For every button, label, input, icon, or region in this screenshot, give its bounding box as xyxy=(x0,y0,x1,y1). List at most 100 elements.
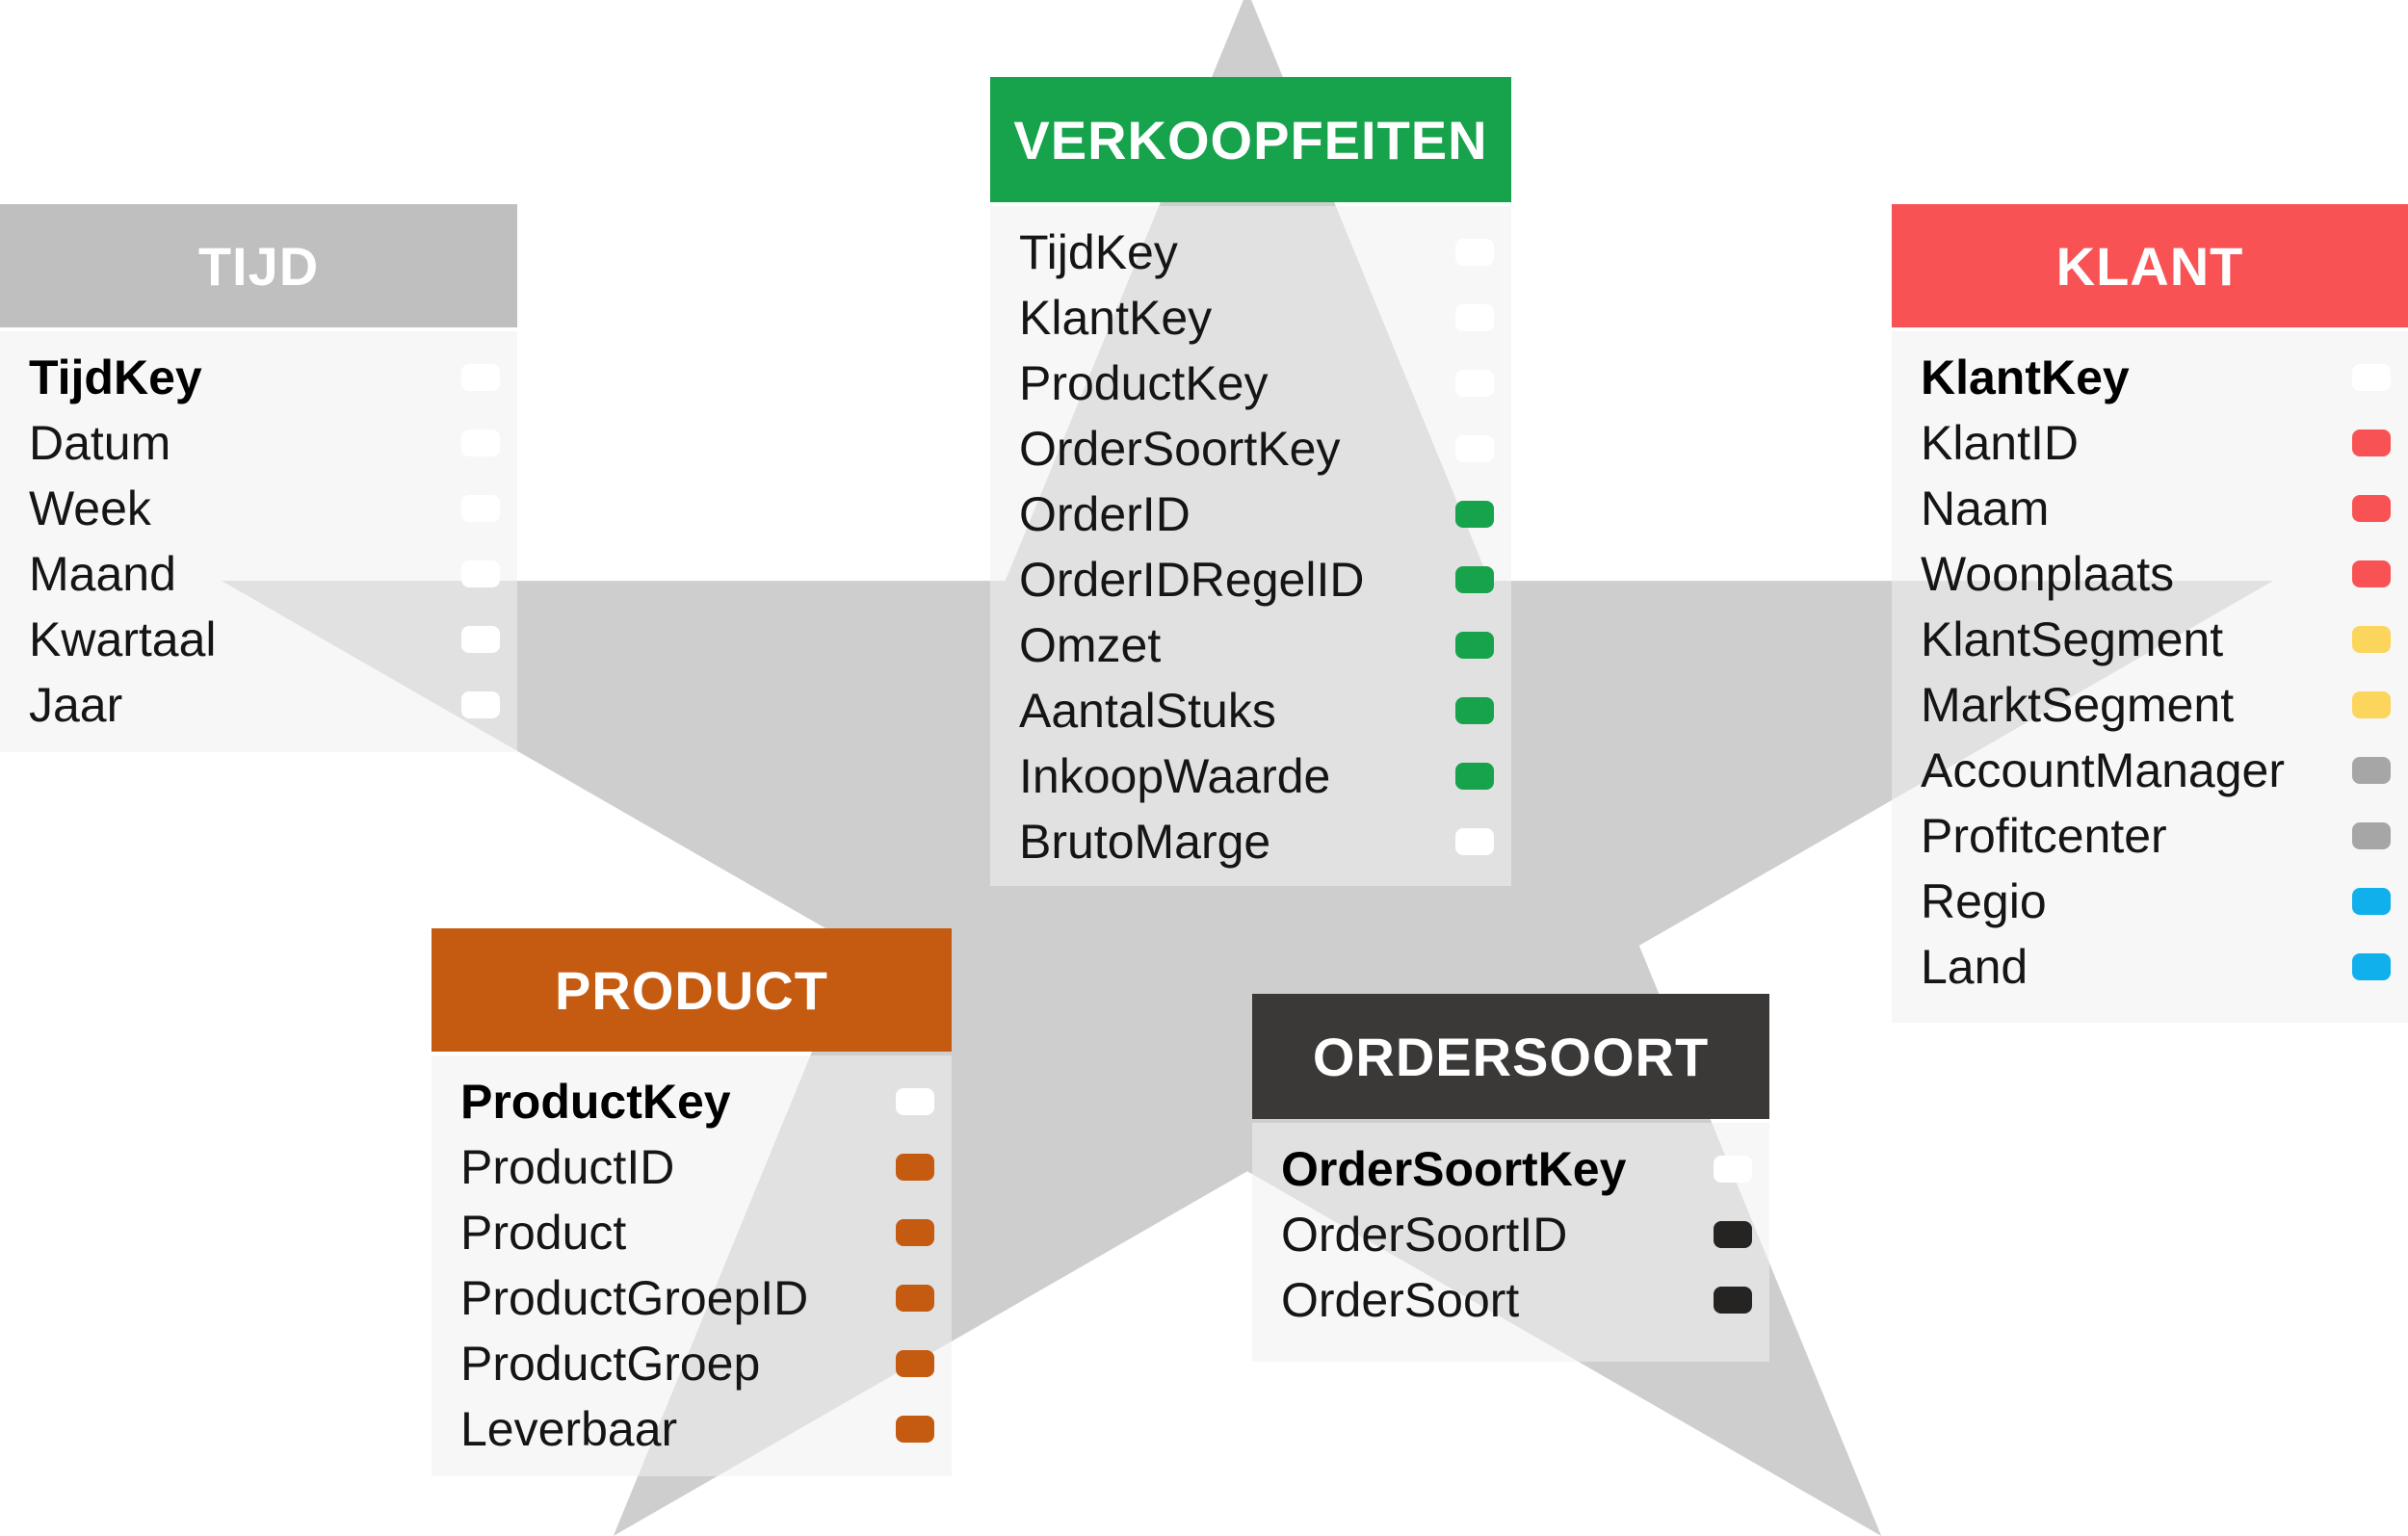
field-label: Land xyxy=(1921,940,2028,994)
field-row-productkey: ProductKey xyxy=(432,1069,952,1134)
field-label: Omzet xyxy=(1019,618,1162,672)
field-type-chip xyxy=(2352,364,2391,391)
field-row-orderid: OrderID xyxy=(990,482,1511,547)
field-label: KlantID xyxy=(1921,416,2079,470)
field-type-chip xyxy=(1714,1287,1752,1314)
field-label: OrderSoortKey xyxy=(1281,1142,1627,1196)
field-row-datum: Datum xyxy=(0,410,517,476)
field-label: ProductID xyxy=(460,1140,675,1194)
field-row-maand: Maand xyxy=(0,541,517,607)
field-row-productid: ProductID xyxy=(432,1134,952,1200)
field-type-chip xyxy=(1455,763,1494,790)
field-label: Profitcenter xyxy=(1921,809,2167,863)
field-type-chip xyxy=(1455,828,1494,855)
field-type-chip xyxy=(1455,697,1494,724)
field-row-land: Land xyxy=(1892,934,2408,1000)
field-type-chip xyxy=(896,1350,934,1377)
field-label: InkoopWaarde xyxy=(1019,749,1331,803)
field-type-chip xyxy=(1455,501,1494,528)
field-label: BrutoMarge xyxy=(1019,815,1271,869)
field-label: ProductGroepID xyxy=(460,1271,809,1325)
field-label: Jaar xyxy=(29,678,123,732)
field-type-chip xyxy=(896,1219,934,1246)
field-row-aantalstuks: AantalStuks xyxy=(990,678,1511,743)
field-label: Leverbaar xyxy=(460,1402,678,1456)
field-row-ordersoortid: OrderSoortID xyxy=(1252,1202,1769,1267)
field-label: Kwartaal xyxy=(29,612,217,666)
field-type-chip xyxy=(2352,430,2391,456)
field-type-chip xyxy=(461,495,500,522)
field-type-chip xyxy=(2352,495,2391,522)
field-type-chip xyxy=(2352,953,2391,980)
field-row-product: Product xyxy=(432,1200,952,1265)
field-type-chip xyxy=(2352,888,2391,915)
field-label: Product xyxy=(460,1206,627,1260)
field-row-ordersoort: OrderSoort xyxy=(1252,1267,1769,1333)
field-type-chip xyxy=(1714,1156,1752,1183)
table-header-product: PRODUCT xyxy=(432,928,952,1052)
field-label: ProductKey xyxy=(460,1075,731,1129)
field-row-klantsegment: KlantSegment xyxy=(1892,607,2408,672)
field-type-chip xyxy=(1455,370,1494,397)
field-row-brutomarge: BrutoMarge xyxy=(990,809,1511,874)
table-header-tijd: TIJD xyxy=(0,204,517,327)
field-row-productgroepid: ProductGroepID xyxy=(432,1265,952,1331)
field-row-tijdkey: TijdKey xyxy=(0,345,517,410)
field-type-chip xyxy=(461,560,500,587)
field-label: KlantKey xyxy=(1019,291,1213,345)
field-type-chip xyxy=(461,430,500,456)
field-label: Maand xyxy=(29,547,176,601)
field-type-chip xyxy=(1455,632,1494,659)
table-header-verkoopfeiten: VERKOOPFEITEN xyxy=(990,77,1511,202)
field-label: Woonplaats xyxy=(1921,547,2175,601)
field-label: TijdKey xyxy=(1019,225,1178,279)
field-row-ordersoortkey: OrderSoortKey xyxy=(990,416,1511,482)
field-label: Naam xyxy=(1921,482,2050,535)
field-type-chip xyxy=(1455,435,1494,462)
field-label: ProductGroep xyxy=(460,1337,761,1391)
field-type-chip xyxy=(896,1154,934,1181)
field-row-accountmanager: AccountManager xyxy=(1892,738,2408,803)
field-type-chip xyxy=(896,1088,934,1115)
field-label: AantalStuks xyxy=(1019,684,1276,738)
field-row-klantkey: KlantKey xyxy=(1892,345,2408,410)
field-type-chip xyxy=(896,1285,934,1312)
field-row-inkoopwaarde: InkoopWaarde xyxy=(990,743,1511,809)
field-row-omzet: Omzet xyxy=(990,612,1511,678)
field-type-chip xyxy=(1455,566,1494,593)
field-row-klantkey: KlantKey xyxy=(990,285,1511,351)
field-label: Week xyxy=(29,482,151,535)
field-row-productgroep: ProductGroep xyxy=(432,1331,952,1396)
table-header-klant: KLANT xyxy=(1892,204,2408,327)
field-row-marktsegment: MarktSegment xyxy=(1892,672,2408,738)
field-label: OrderIDRegelID xyxy=(1019,553,1365,607)
field-row-profitcenter: Profitcenter xyxy=(1892,803,2408,869)
field-label: Datum xyxy=(29,416,171,470)
field-label: OrderSoort xyxy=(1281,1273,1520,1327)
field-label: OrderSoortKey xyxy=(1019,422,1341,476)
field-row-tijdkey: TijdKey xyxy=(990,220,1511,285)
field-type-chip xyxy=(896,1416,934,1443)
field-label: ProductKey xyxy=(1019,356,1269,410)
field-row-leverbaar: Leverbaar xyxy=(432,1396,952,1462)
table-header-ordersoort: ORDERSOORT xyxy=(1252,994,1769,1119)
field-label: OrderSoortID xyxy=(1281,1208,1568,1262)
field-type-chip xyxy=(461,691,500,718)
field-type-chip xyxy=(1455,304,1494,331)
field-type-chip xyxy=(2352,757,2391,784)
field-row-klantid: KlantID xyxy=(1892,410,2408,476)
field-type-chip xyxy=(2352,626,2391,653)
field-type-chip xyxy=(1714,1221,1752,1248)
field-row-naam: Naam xyxy=(1892,476,2408,541)
field-row-orderidregelid: OrderIDRegelID xyxy=(990,547,1511,612)
field-type-chip xyxy=(1455,239,1494,266)
field-type-chip xyxy=(2352,822,2391,849)
field-label: MarktSegment xyxy=(1921,678,2235,732)
field-label: Regio xyxy=(1921,874,2047,928)
